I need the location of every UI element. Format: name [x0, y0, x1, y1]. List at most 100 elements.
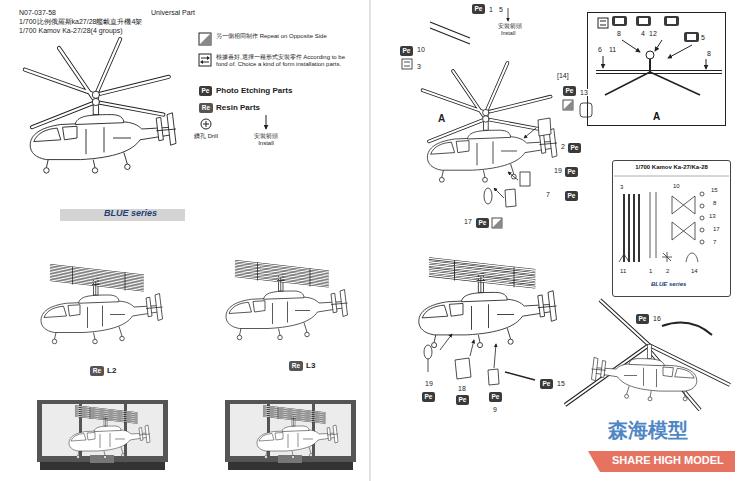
callout-number: 5: [498, 6, 504, 13]
rotor-detail: [596, 18, 722, 95]
callout-number: 19: [424, 380, 434, 387]
callout-number: 2: [560, 143, 566, 150]
part-code: N07-037-58: [18, 9, 57, 16]
callout-number: 5: [700, 34, 706, 41]
pe-badge: Pe: [565, 167, 578, 177]
badge-text: Re: [292, 363, 300, 370]
callout-number: 17: [712, 226, 721, 232]
callout-number: 7: [545, 191, 551, 198]
callout-number: 6: [597, 46, 603, 53]
callout-number: 13: [708, 213, 717, 219]
badge-text: Pe: [543, 381, 551, 388]
watermark: SHARE HIGH MODEL: [611, 455, 725, 467]
watermark: [588, 451, 735, 472]
callout-number: 3: [416, 63, 422, 70]
legend-icons: [199, 33, 266, 129]
install-note: Install: [500, 31, 516, 37]
callout-number: 1: [648, 268, 653, 274]
callout-number: 10: [672, 183, 681, 189]
badge-text: Re: [93, 368, 101, 375]
pe-badge: Pe: [422, 392, 435, 402]
pe-badge: Pe: [199, 86, 212, 96]
pe-badge: Pe: [540, 379, 553, 389]
callout-number: 12: [648, 30, 658, 37]
callout-number: 3: [619, 184, 624, 190]
install-note: 安裝箭頭: [497, 24, 523, 30]
pe-badge: Pe: [489, 392, 502, 402]
badge-text: Pe: [568, 193, 576, 200]
title-text: 1/700比例俄羅斯ka27/28艦載直升機4架: [18, 18, 143, 25]
part-ref: L3: [305, 362, 316, 370]
pe-badge: Pe: [684, 32, 699, 42]
badge-text: Pe: [667, 18, 677, 25]
callout-number: 9: [492, 406, 498, 413]
legend-text: 另一側相同制作 Repeat on Opposite Side: [216, 33, 346, 40]
pe-badge: Pe: [472, 4, 485, 14]
badge-text: Pe: [475, 6, 483, 13]
helicopter-drawing: [41, 265, 163, 344]
display-stand: [37, 400, 168, 470]
badge-text: Pe: [425, 394, 433, 401]
callout-number: 7: [712, 239, 717, 245]
badge-text: Pe: [492, 394, 500, 401]
callout-number: 16: [652, 315, 662, 322]
callout-number: 8: [706, 50, 712, 57]
callout-number: 14: [690, 268, 699, 274]
badge-text: Pe: [639, 316, 647, 323]
badge-text: Pe: [615, 18, 625, 25]
badge-text: Pe: [687, 34, 697, 41]
badge-text: Pe: [639, 18, 649, 25]
pe-badge: Pe: [568, 143, 581, 153]
brand-logo: BLUE series: [650, 281, 687, 287]
pe-badge: Pe: [456, 395, 469, 405]
title-text: Universal Part: [150, 9, 196, 16]
callout-number: 13: [579, 89, 589, 96]
part-drawings: [402, 8, 592, 228]
pe-badge: Pe: [636, 314, 649, 324]
watermark: 森海模型: [607, 420, 689, 441]
badge-text: Pe: [568, 169, 576, 176]
legend-text: 根據喜好,選擇一種形式安裝零件 According to be fond of.…: [216, 54, 346, 67]
pe-badge: Pe: [563, 86, 576, 96]
pe-badge: Pe: [476, 218, 489, 228]
callout-number: 10: [416, 46, 426, 53]
pe-badge: Pe: [565, 191, 578, 201]
page-fold: [369, 0, 371, 481]
callout-number: 8: [616, 30, 622, 37]
badge-text: Pe: [202, 88, 210, 95]
pe-badge: Pe: [400, 46, 413, 56]
box-title: 1/700 Kamov Ka-27/Ka-28: [634, 164, 709, 170]
callout-number: 1: [488, 6, 494, 13]
callout-number: 11: [619, 268, 627, 274]
callout-number: 2: [665, 268, 670, 274]
callout-number: [14]: [556, 72, 570, 79]
etching-fret-parts: [614, 176, 729, 262]
helicopter-drawing: [419, 258, 557, 347]
display-stand: [225, 400, 356, 470]
brand-logo: BLUE series: [103, 209, 158, 218]
badge-text: Pe: [459, 397, 467, 404]
part-drawings: [424, 334, 535, 385]
badge-text: Pe: [403, 48, 411, 55]
legend-text: Resin Parts: [216, 104, 366, 113]
callout-number: 4: [640, 30, 646, 37]
badge-text: Pe: [479, 220, 487, 227]
badge-text: Pe: [566, 88, 574, 95]
helicopter-drawing: [25, 39, 176, 173]
legend-text: Photo Etching Parts: [216, 87, 366, 96]
callout-number: 8: [712, 200, 717, 206]
helicopter-drawing: [565, 300, 730, 410]
pe-badge: Pe: [664, 16, 679, 26]
pe-badge: Pe: [612, 16, 627, 26]
part-ref: L2: [106, 367, 117, 375]
badge-text: Re: [202, 105, 210, 112]
badge-text: Pe: [571, 145, 579, 152]
callout-number: 19: [553, 167, 563, 174]
legend-text: 鑽孔 Drill: [192, 133, 220, 140]
box-title: A: [652, 111, 661, 122]
helicopter-drawing: [226, 261, 348, 340]
pe-badge: Pe: [636, 16, 651, 26]
re-badge: Re: [90, 366, 104, 376]
